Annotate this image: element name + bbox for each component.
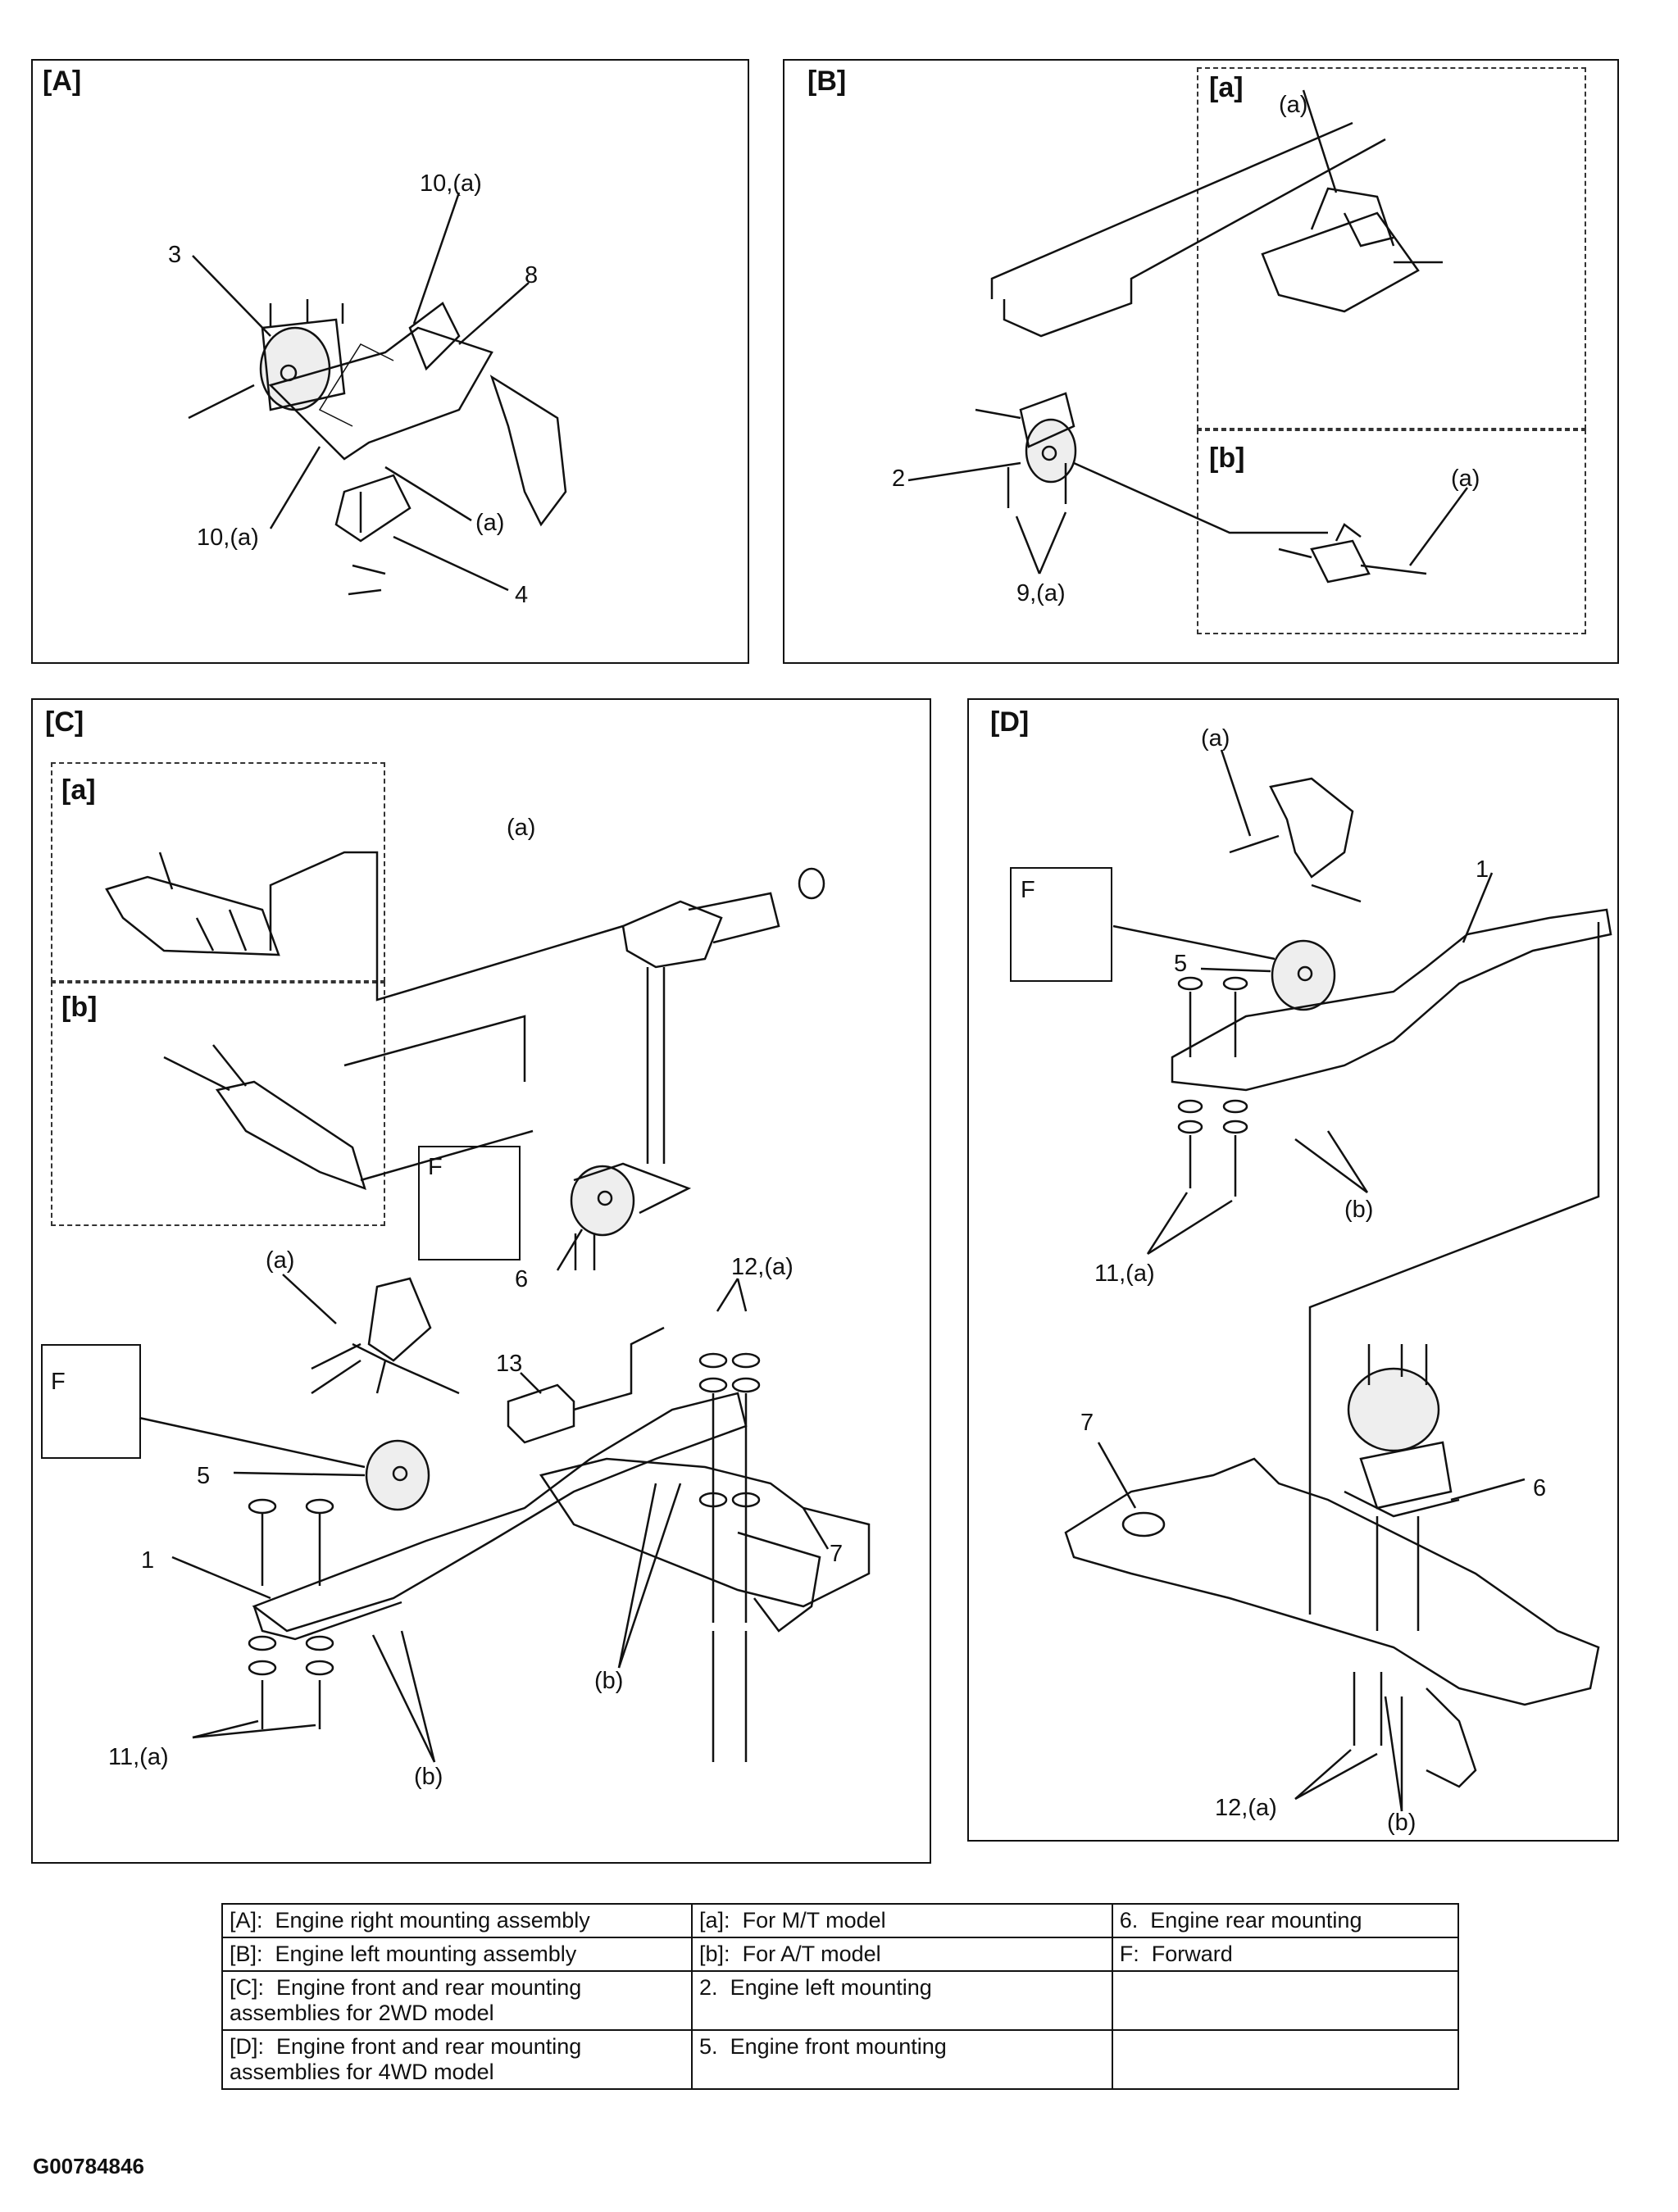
legend-value: Engine right mounting assembly (275, 1908, 590, 1933)
callout-a-3: 3 (168, 242, 182, 268)
panel-b-art (908, 90, 1467, 582)
callout-b-9a: 9,(a) (1016, 580, 1066, 606)
legend-key: 6. (1119, 1908, 1139, 1933)
legend-key: 2. (699, 1975, 718, 2000)
panel-c-sub-b (51, 982, 385, 1226)
callout-d-1: 1 (1476, 856, 1489, 883)
legend-cell: [a]: For M/T model (691, 1903, 1113, 1938)
figure-code: G00784846 (33, 2154, 144, 2178)
legend-cell: [A]: Engine right mounting assembly (221, 1903, 693, 1938)
callout-a-a: (a) (475, 510, 505, 536)
callout-b-a-top: (a) (1279, 92, 1308, 118)
callout-c-b-right: (b) (594, 1668, 624, 1694)
legend-key: 5. (699, 2034, 718, 2059)
panel-c-art (107, 852, 869, 1762)
legend-cell: F: Forward (1111, 1937, 1460, 1972)
panel-b-title: [B] (807, 66, 847, 97)
panel-d-art (1066, 750, 1611, 1811)
panel-b-sub-a (1197, 67, 1586, 429)
panel-d-inset-f: F (1021, 877, 1035, 903)
panel-c (31, 698, 931, 1864)
legend-row: [B]: Engine left mounting assembly [b]: … (221, 1937, 1460, 1972)
callout-d-11a: 11,(a) (1094, 1260, 1155, 1287)
legend-value: For M/T model (742, 1908, 886, 1933)
callout-a-10a-top: 10,(a) (420, 170, 482, 197)
legend-value: Engine front mounting (730, 2034, 947, 2059)
callout-c-6: 6 (515, 1266, 529, 1292)
legend-value: Engine rear mounting (1150, 1908, 1362, 1933)
legend-cell: [C]: Engine front and rear mounting asse… (221, 1970, 693, 2031)
callout-c-7: 7 (830, 1541, 844, 1567)
legend-value: For A/T model (742, 1942, 881, 1966)
callout-c-11a: 11,(a) (108, 1744, 169, 1770)
panel-a-art (189, 193, 566, 594)
legend-key: [D]: (230, 2034, 265, 2059)
legend-key: [a]: (699, 1908, 730, 1933)
callout-d-a: (a) (1201, 725, 1230, 752)
callout-c-b-left: (b) (414, 1764, 443, 1790)
legend-key: F: (1119, 1942, 1139, 1966)
callout-a-8: 8 (525, 262, 539, 288)
callout-c-1: 1 (141, 1547, 155, 1574)
callout-d-7: 7 (1080, 1410, 1094, 1436)
callout-c-a-top: (a) (507, 815, 536, 841)
panel-d (967, 698, 1619, 1842)
legend-table: [A]: Engine right mounting assembly [a]:… (221, 1903, 1460, 2090)
callout-b-2: 2 (892, 466, 906, 492)
legend-cell: 6. Engine rear mounting (1111, 1903, 1460, 1938)
legend-value: Engine left mounting (730, 1975, 932, 2000)
callout-d-6: 6 (1533, 1475, 1547, 1501)
panel-c-title: [C] (45, 706, 84, 738)
callout-a-10a-bottom: 10,(a) (197, 525, 259, 551)
legend-key: [B]: (230, 1942, 263, 1966)
legend-cell: [b]: For A/T model (691, 1937, 1113, 1972)
legend-row: [A]: Engine right mounting assembly [a]:… (221, 1903, 1460, 1938)
panel-c-inset-front (41, 1344, 141, 1459)
callout-d-12a: 12,(a) (1215, 1795, 1277, 1821)
callout-c-a-mid: (a) (266, 1247, 295, 1274)
panel-a-title: [A] (43, 66, 82, 97)
callout-c-12a: 12,(a) (731, 1254, 794, 1280)
callout-a-4: 4 (515, 582, 529, 608)
legend-value: Engine front and rear mounting assemblie… (230, 1975, 582, 2025)
legend-value: Engine front and rear mounting assemblie… (230, 2034, 582, 2084)
legend-value: Engine left mounting assembly (275, 1942, 577, 1966)
panel-c-sub-a-title: [a] (61, 774, 96, 806)
callout-d-5: 5 (1174, 951, 1188, 977)
panel-c-inset-rear (418, 1146, 521, 1260)
legend-cell: [D]: Engine front and rear mounting asse… (221, 2029, 693, 2090)
legend-row: [D]: Engine front and rear mounting asse… (221, 2029, 1460, 2090)
callout-d-b-top: (b) (1344, 1197, 1374, 1223)
legend-key: [C]: (230, 1975, 265, 2000)
panel-b-sub-b-title: [b] (1209, 443, 1245, 474)
callout-c-13: 13 (496, 1351, 523, 1377)
legend-cell: [B]: Engine left mounting assembly (221, 1937, 693, 1972)
panel-c-inset-front-f: F (51, 1369, 66, 1395)
panel-b-sub-a-title: [a] (1209, 72, 1244, 103)
panel-d-inset (1010, 867, 1112, 982)
panel-c-sub-b-title: [b] (61, 992, 98, 1023)
legend-row: [C]: Engine front and rear mounting asse… (221, 1970, 1460, 2031)
panel-b-sub-b (1197, 429, 1586, 634)
legend-key: [b]: (699, 1942, 730, 1966)
legend-cell (1111, 2029, 1460, 2090)
callout-b-a-bottom: (a) (1451, 466, 1480, 492)
legend-key: [A]: (230, 1908, 263, 1933)
panel-d-title: [D] (990, 706, 1030, 738)
callout-d-b-bottom: (b) (1387, 1810, 1417, 1836)
panel-b (783, 59, 1619, 664)
legend-cell (1111, 1970, 1460, 2031)
legend-value: Forward (1151, 1942, 1233, 1966)
panel-a (31, 59, 749, 664)
callout-c-5: 5 (197, 1463, 211, 1489)
legend-cell: 2. Engine left mounting (691, 1970, 1113, 2031)
legend-cell: 5. Engine front mounting (691, 2029, 1113, 2090)
panel-c-sub-a (51, 762, 385, 982)
